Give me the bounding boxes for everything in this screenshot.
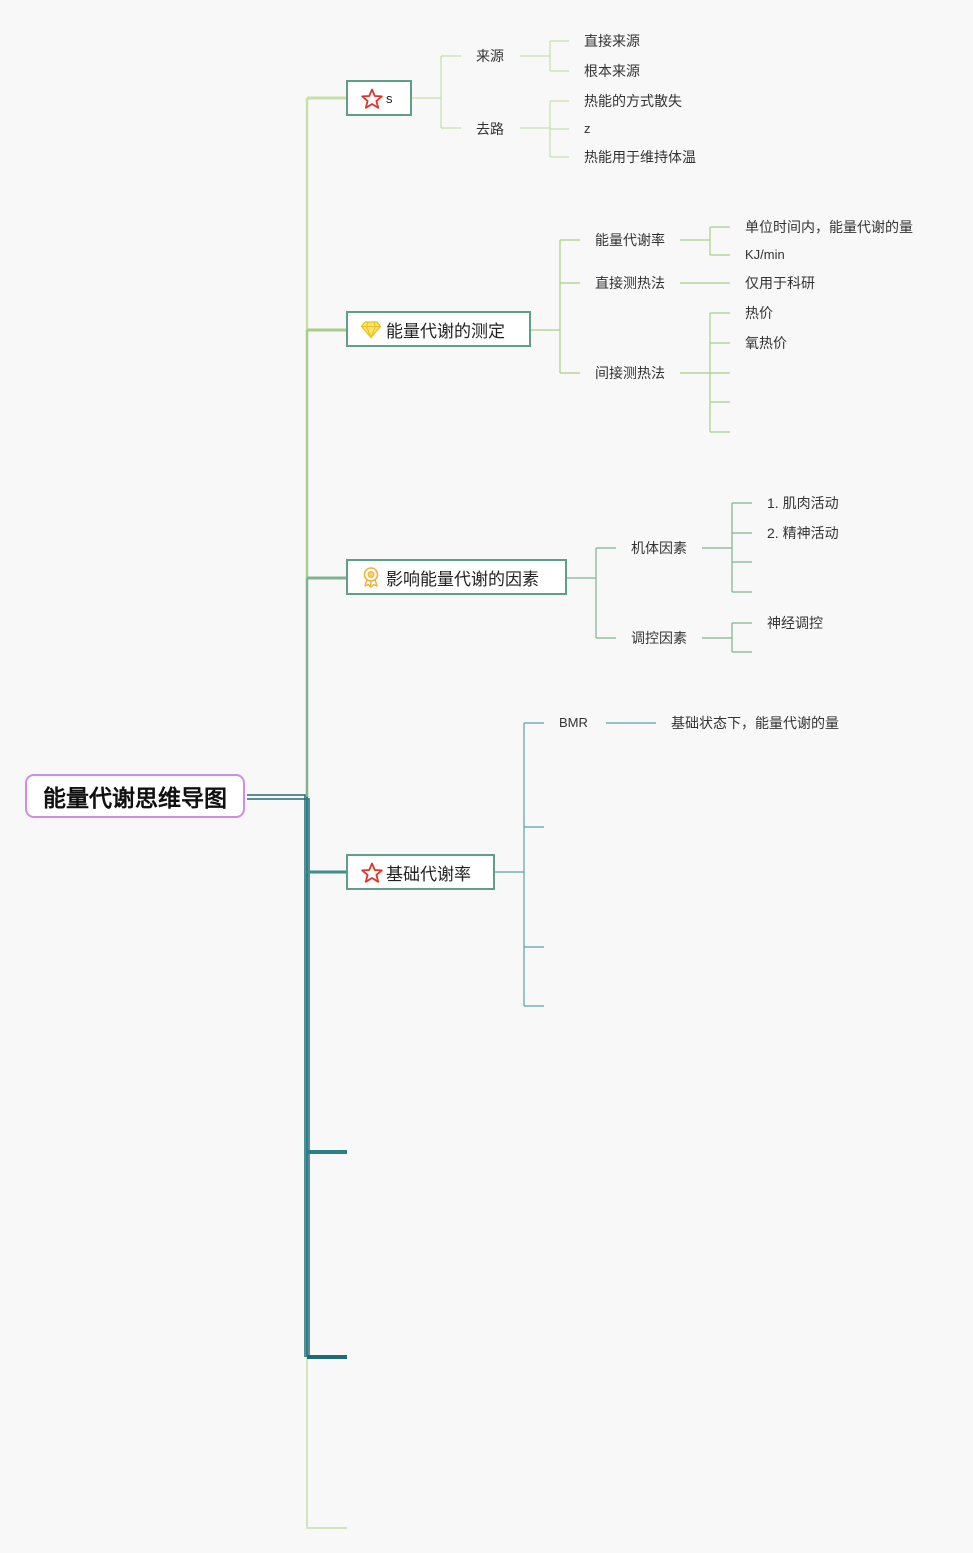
leaf-node[interactable]: 根本来源 [584,63,640,79]
topic-label: 影响能量代谢的因素 [386,569,539,589]
sub-topic-regulation-factors[interactable]: 调控因素 [631,630,687,646]
leaf-node[interactable]: 氧热价 [745,335,787,351]
topic-label: s [386,90,393,106]
star-icon [360,87,383,109]
leaf-node[interactable]: 2. 精神活动 [767,525,839,541]
topic-influencing-factors[interactable]: 影响能量代谢的因素 [346,559,567,595]
leaf-node[interactable]: z [584,121,591,136]
topic-label: 基础代谢率 [386,864,471,884]
star-icon [360,861,383,883]
subtree-topic-4 [494,722,656,1007]
leaf-node[interactable]: 神经调控 [767,615,823,631]
sub-topic-body-factors[interactable]: 机体因素 [631,540,687,556]
diamond-icon [360,318,382,340]
leaf-node[interactable]: 热能的方式散失 [584,93,682,109]
topic-measurement[interactable]: 能量代谢的测定 [346,311,531,347]
subtree-topic-3 [566,502,752,653]
sub-topic-bmr[interactable]: BMR [559,715,588,730]
sub-topic-destination[interactable]: 去路 [476,121,504,137]
root-connector [247,794,310,1357]
leaf-node[interactable]: 直接来源 [584,33,640,49]
root-label: 能量代谢思维导图 [43,785,227,811]
topic-label: 能量代谢的测定 [386,321,505,341]
leaf-node[interactable]: 单位时间内，能量代谢的量 [745,219,913,235]
subtree-topic-2 [530,226,730,433]
topic-s[interactable]: s [346,80,412,116]
sub-topic-source[interactable]: 来源 [476,48,504,64]
trunk-segment-5 [306,1357,347,1529]
leaf-node[interactable]: 热能用于维持体温 [584,149,696,165]
leaf-node[interactable]: 热价 [745,305,773,321]
sub-topic-direct-calorimetry[interactable]: 直接测热法 [595,275,665,291]
sub-topic-metabolic-rate[interactable]: 能量代谢率 [595,232,665,248]
root-node[interactable]: 能量代谢思维导图 [25,774,245,818]
topic-basal-metabolic-rate[interactable]: 基础代谢率 [346,854,495,890]
leaf-node[interactable]: 基础状态下，能量代谢的量 [671,715,839,731]
leaf-node[interactable]: 1. 肌肉活动 [767,495,839,511]
leaf-node[interactable]: 仅用于科研 [745,275,815,291]
leaf-node[interactable]: KJ/min [745,247,785,262]
medal-icon [360,566,382,588]
sub-topic-indirect-calorimetry[interactable]: 间接测热法 [595,365,665,381]
subtree-topic-1 [411,40,569,158]
